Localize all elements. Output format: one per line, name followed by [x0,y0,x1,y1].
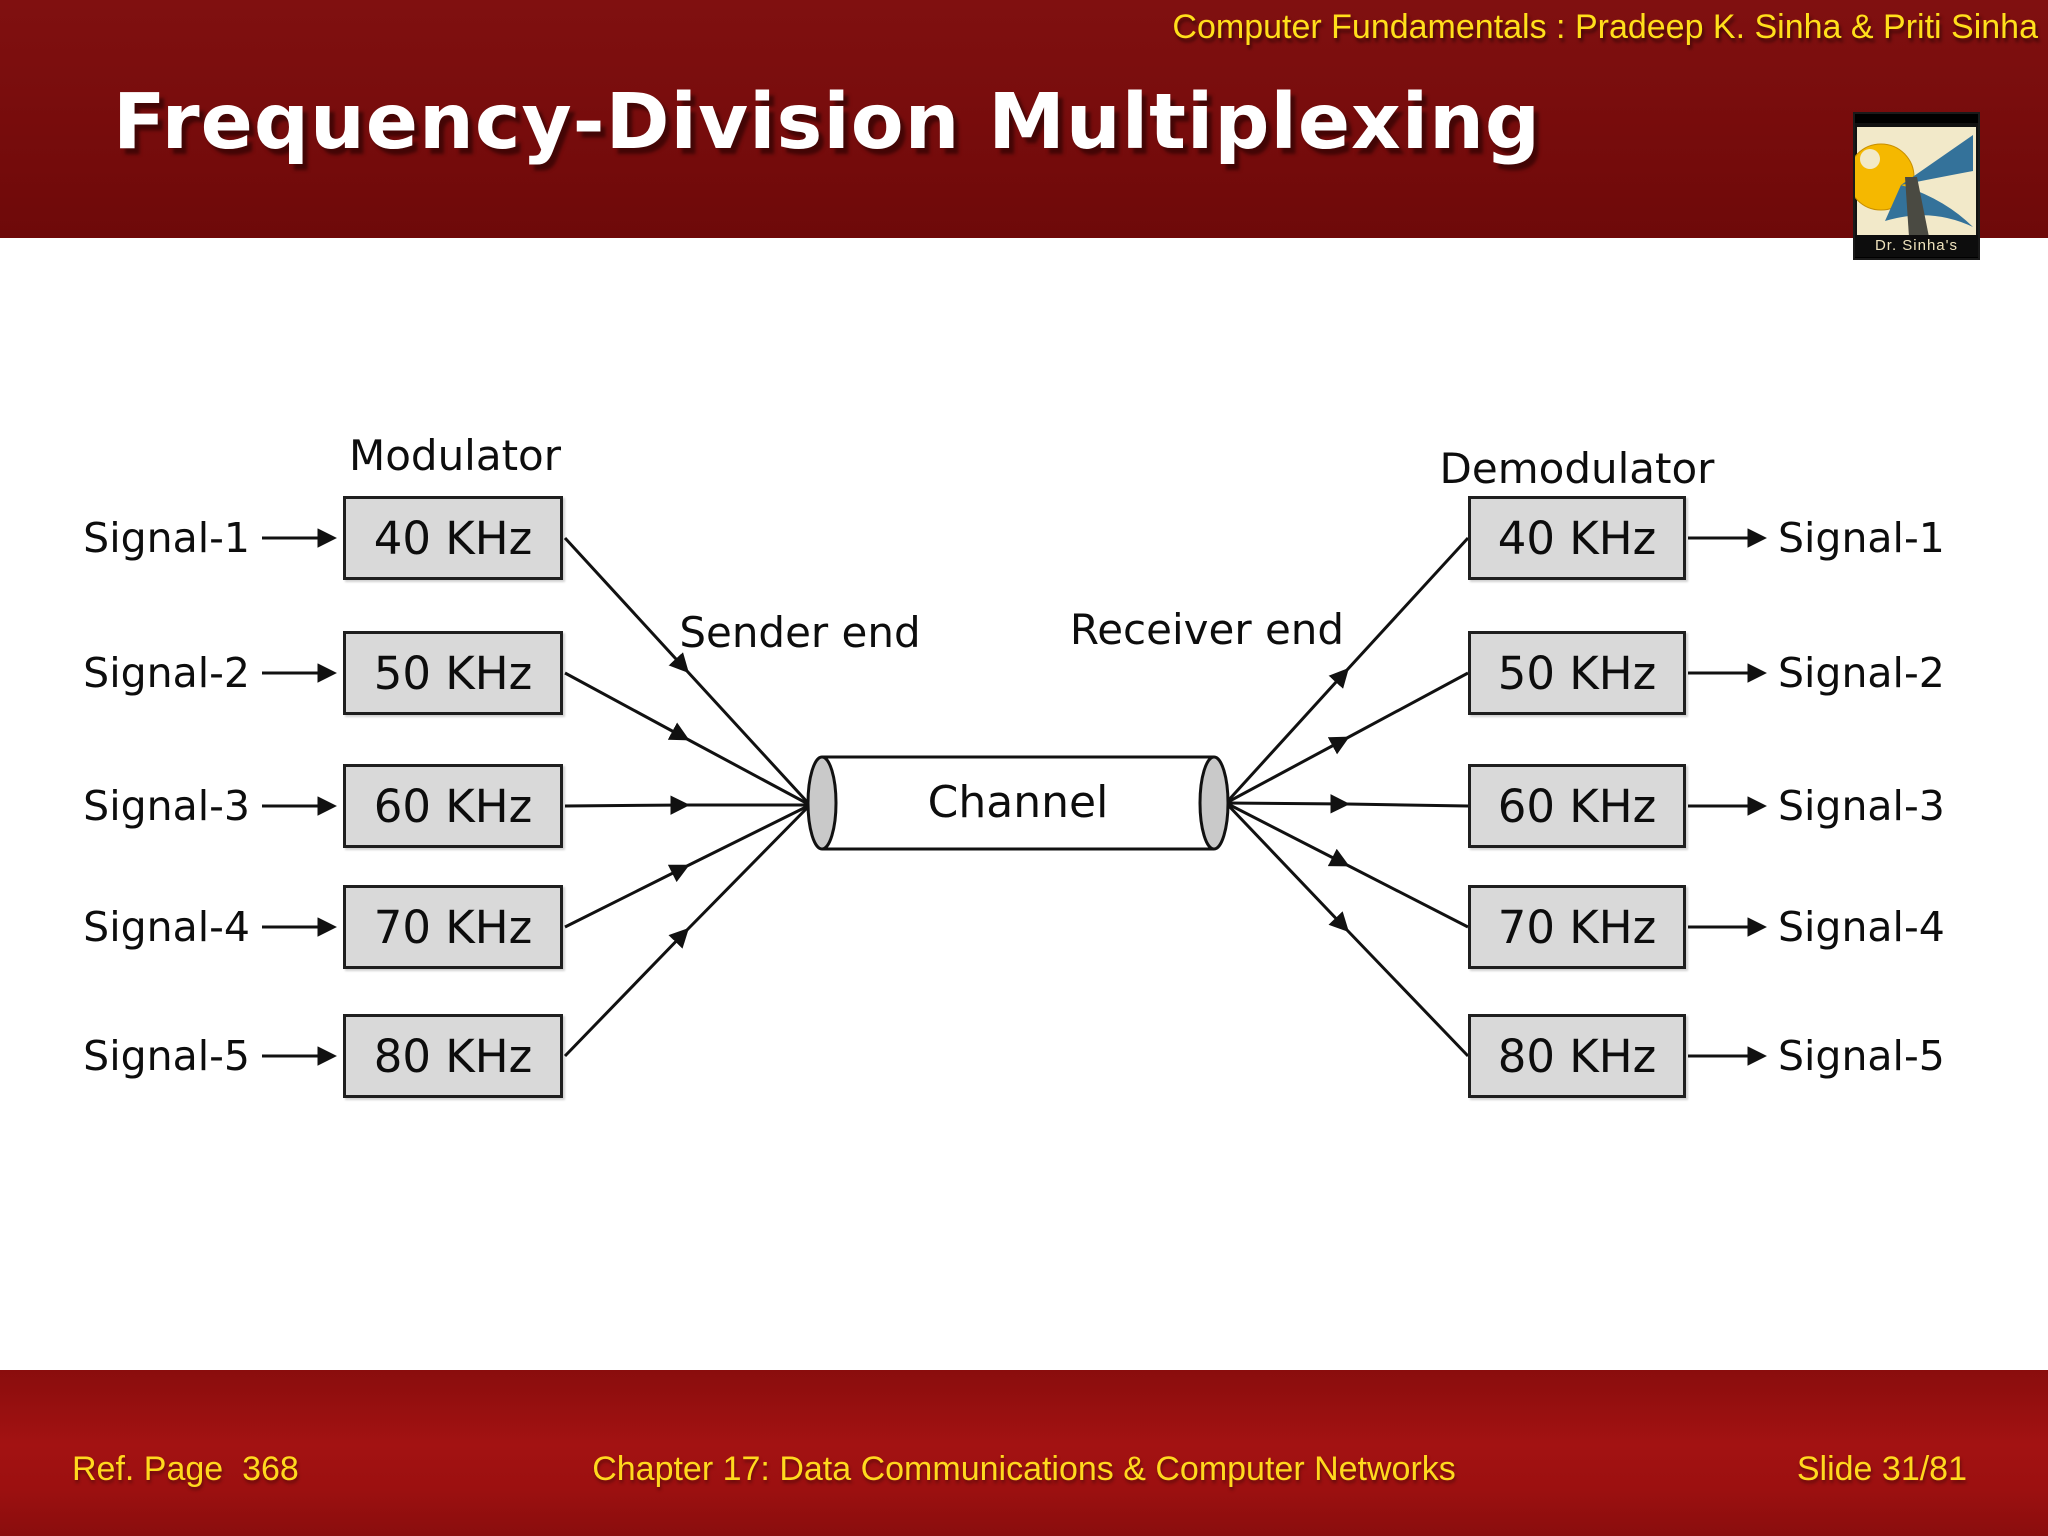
modulator-freq-box: 80 KHz [343,1014,563,1098]
demodulator-freq-box: 40 KHz [1468,496,1686,580]
signal-label-left: Signal-2 [83,649,250,697]
logo-graphic-icon [1855,123,1978,249]
signal-label-left: Signal-4 [83,903,250,951]
demodulator-freq-box: 80 KHz [1468,1014,1686,1098]
signal-label-left: Signal-3 [83,782,250,830]
channel-cylinder [806,755,1230,851]
modulator-label: Modulator [348,431,562,480]
ref-page-label: Ref. Page 368 [72,1450,299,1488]
modulator-freq-box: 70 KHz [343,885,563,969]
modulator-freq-box: 60 KHz [343,764,563,848]
sender-end-label: Sender end [679,608,921,657]
demodulator-freq-box: 70 KHz [1468,885,1686,969]
signal-label-right: Signal-3 [1778,782,1945,830]
signal-label-right: Signal-5 [1778,1032,1945,1080]
page-title: Frequency-Division Multiplexing [113,78,1542,167]
logo-caption: Dr. Sinha's [1855,235,1978,257]
signal-label-right: Signal-1 [1778,514,1945,562]
signal-label-left: Signal-5 [83,1032,250,1080]
chapter-label: Chapter 17: Data Communications & Comput… [592,1450,1456,1488]
modulator-freq-box: 40 KHz [343,496,563,580]
signal-label-right: Signal-2 [1778,649,1945,697]
publisher-logo: Dr. Sinha's [1853,112,1980,260]
modulator-freq-box: 50 KHz [343,631,563,715]
channel-label: Channel [927,777,1109,828]
demodulator-freq-box: 50 KHz [1468,631,1686,715]
slide-number-label: Slide 31/81 [1796,1450,1967,1488]
footer-band: Ref. Page 368 Chapter 17: Data Communica… [0,1370,2048,1536]
course-title: Computer Fundamentals : Pradeep K. Sinha… [1172,8,2038,46]
signal-label-left: Signal-1 [83,514,250,562]
demodulator-freq-box: 60 KHz [1468,764,1686,848]
header-band: Computer Fundamentals : Pradeep K. Sinha… [0,0,2048,238]
demodulator-label: Demodulator [1439,444,1715,493]
signal-label-right: Signal-4 [1778,903,1945,951]
receiver-end-label: Receiver end [1069,605,1345,654]
